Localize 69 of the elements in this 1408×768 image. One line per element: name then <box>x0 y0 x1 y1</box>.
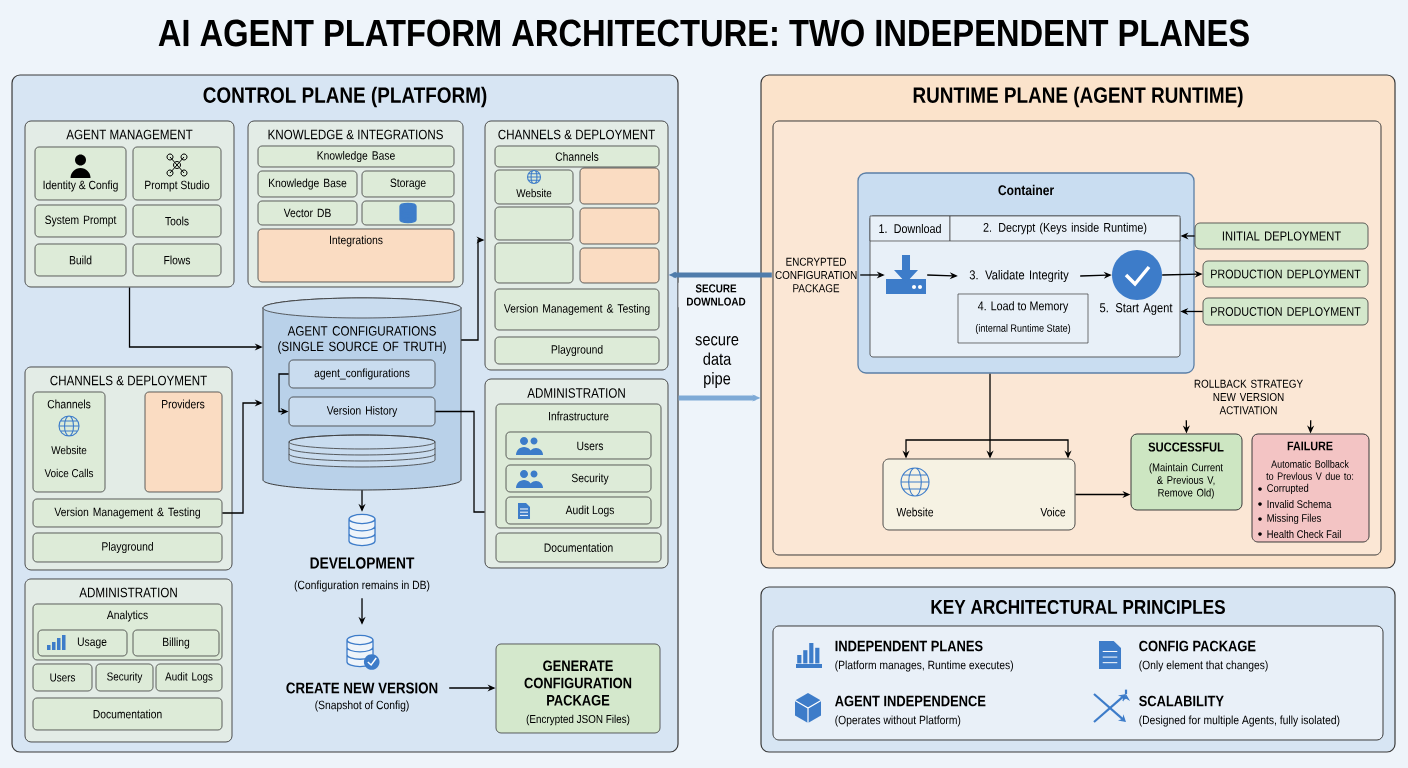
item-box: Flows <box>132 243 222 277</box>
node-label: (Only element that changes) <box>1139 660 1268 672</box>
node-label: Website <box>51 445 87 455</box>
edge-label: secure data pipe <box>690 334 744 390</box>
item-box: Security <box>95 663 154 692</box>
item-box: Billing <box>132 629 220 657</box>
node-label: CONFIG PACKAGE <box>1139 640 1256 652</box>
step-cell: 1. Download <box>869 215 951 242</box>
node-label: SCALABILITY <box>1139 695 1224 707</box>
check-icon <box>1112 250 1162 300</box>
item-box: Audit Logs <box>155 663 223 692</box>
item-box: Version History <box>288 396 436 427</box>
success-box: SUCCESSFUL (Maintain Current & Previous V, Remove Old) <box>1130 433 1243 511</box>
deployment-box: PRODUCTION DEPLOYMENT <box>1202 260 1369 288</box>
item-box: Playground <box>32 532 223 563</box>
download-icon <box>886 255 926 294</box>
item-box: Users <box>505 431 652 460</box>
item-box: Tools <box>132 204 222 238</box>
item-box: Identity & Config <box>34 146 127 201</box>
node-label: (Platform manages, Runtime executes) <box>835 660 1013 672</box>
item-box <box>494 242 574 284</box>
deployment-box: INITIAL DEPLOYMENT <box>1194 222 1369 250</box>
item-box: Knowledge Base <box>257 170 358 198</box>
provider-box <box>579 207 660 245</box>
provider-box <box>579 167 660 205</box>
title: AI AGENT PLATFORM ARCHITECTURE: TWO INDEPENDENT PLANES <box>158 19 1249 47</box>
item-box: Vector DB <box>257 200 358 226</box>
item-box: Audit Logs <box>505 496 652 525</box>
stage-label: DEVELOPMENT (Configuration remains in DB) <box>294 557 430 592</box>
item-box: Website <box>494 169 574 205</box>
item-box <box>494 206 574 241</box>
item-box: Version Management & Testing <box>32 498 223 528</box>
item-box: Documentation <box>495 532 662 563</box>
node-label: AGENT INDEPENDENCE <box>835 695 986 707</box>
node-label: INDEPENDENT PLANES <box>835 640 983 652</box>
node-label: Website <box>896 507 934 517</box>
integrations-box: Integrations <box>257 228 455 283</box>
node-label: (Operates without Platform) <box>835 715 961 727</box>
process-box: GENERATE CONFIGURATION PACKAGE (Encrypted JSON Files) <box>495 643 661 734</box>
principles-box: INDEPENDENT PLANES (Platform manages, Runtime executes) CONFIG PACKAGE (Only element that changes) AGENT INDEPENDENCE (Operates without Platform) SCALABILITY (Designed for multiple Agents, fully isolated) <box>772 625 1384 741</box>
item-box: Users <box>32 663 93 692</box>
failure-box: FAILURE Automatic Bollback to Prevlous V due to: Corrupted Invalid Schema Missing Files Health Check Fail <box>1251 433 1370 543</box>
item-box: Storage <box>361 170 455 198</box>
node-label: (Designed for multiple Agents, fully isolated) <box>1139 715 1340 727</box>
node-label: Voice <box>1040 507 1066 517</box>
item-box: Channels Website Voice Calls <box>32 391 106 493</box>
item-box: Knowledge Base <box>257 145 455 168</box>
item-box: Playground <box>494 336 660 365</box>
item-box: Version Management & Testing <box>494 288 660 331</box>
item-box: Prompt Studio <box>132 146 222 201</box>
step-label: 5. Start Agent <box>1099 303 1173 315</box>
item-box: Usage <box>37 629 128 657</box>
channels-box: Website Voice <box>882 458 1076 531</box>
node-label: Channels <box>47 399 91 409</box>
step-box: 4. Load to Memory (internal Runtime State) <box>957 293 1089 344</box>
item-box: Documentation <box>32 697 223 731</box>
stage-label: CREATE NEW VERSION (Snapshot of Config) <box>286 682 438 712</box>
node-label: Voice Calls <box>44 468 94 478</box>
provider-box: Providers <box>144 391 223 493</box>
package-label: ENCRYPTED CONFIGURATION PACKAGE <box>775 257 857 293</box>
deployment-box: PRODUCTION DEPLOYMENT <box>1202 297 1369 326</box>
strategy-label: ROLLBACK STRATEGY NEW VERSION ACTIVATION <box>1194 379 1303 415</box>
step-label: 3. Validate Integrity <box>969 269 1069 283</box>
item-box: Channels <box>494 145 660 168</box>
item-box: agent_configurations <box>288 359 436 389</box>
item-box: Security <box>505 464 652 493</box>
item-box: Build <box>34 243 127 277</box>
item-box: System Prompt <box>34 204 127 238</box>
provider-box <box>579 247 660 284</box>
